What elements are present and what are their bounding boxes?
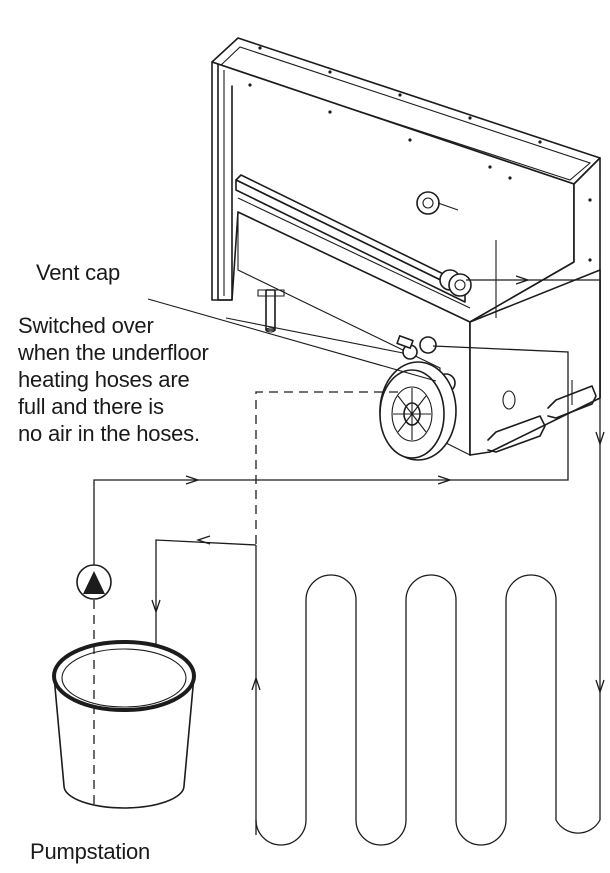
switch-note-line: Switched over: [18, 313, 154, 338]
underfloor-heating-loops: [255, 574, 601, 846]
unit-middle-valve: [396, 335, 437, 360]
vent-cap-leader: [147, 298, 437, 382]
unit-carry-handles: [487, 380, 597, 453]
return-pipe: [155, 539, 257, 686]
flow-arrow-icon: [151, 275, 605, 695]
unit-top-rim: [218, 46, 592, 181]
switch-note-line: no air in the hoses.: [18, 421, 200, 446]
pumpstation-bucket: [52, 600, 196, 809]
vent-dashed-pipe: [255, 391, 398, 545]
switch-note-leader: [225, 317, 404, 354]
switch-note-label: Switched over when the underfloor heatin…: [18, 312, 209, 447]
unit-upper-fitting: [416, 191, 459, 215]
heating-unit: [211, 37, 601, 461]
vent-cap-label: Vent cap: [36, 260, 121, 285]
pump-triangle-icon: [76, 564, 112, 600]
supply-pipe: [93, 345, 569, 580]
switch-note-line: full and there is: [18, 394, 164, 419]
unit-drain-pipe: [257, 289, 285, 333]
unit-side-hole: [502, 390, 516, 410]
outlet-pipe: [466, 279, 601, 820]
unit-outlet-connection: [439, 269, 472, 297]
unit-left-rail: [217, 63, 233, 301]
switch-note-line: when the underfloor: [18, 340, 209, 365]
switch-note-line: heating hoses are: [18, 367, 190, 392]
unit-wheel: [379, 361, 457, 461]
unit-screws: [248, 46, 592, 262]
pumpstation-label: Pumpstation: [30, 839, 151, 864]
